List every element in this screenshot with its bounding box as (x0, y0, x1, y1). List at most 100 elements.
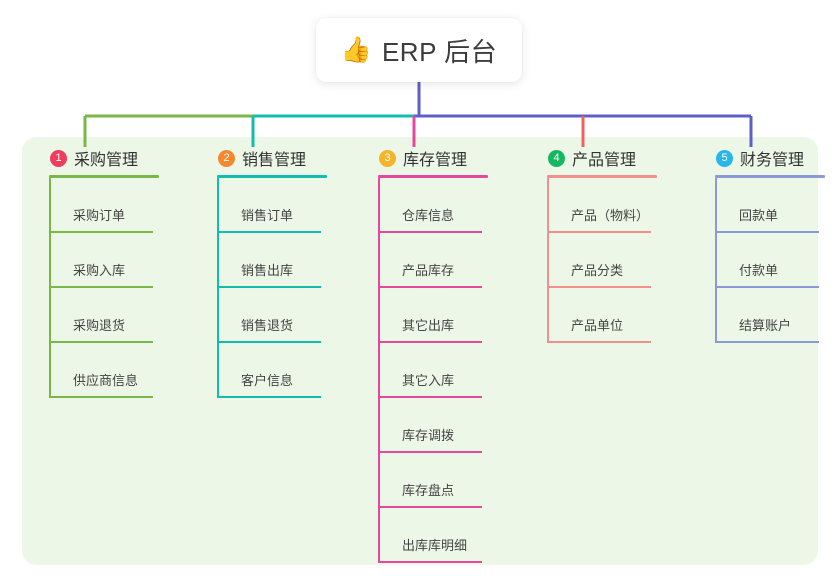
branch-header-2[interactable]: 2 销售管理 (200, 146, 360, 170)
branch-item-label: 产品单位 (571, 318, 624, 333)
branch-items: 产品（物料） 产品分类产品单位 (547, 178, 690, 343)
branch-item-underline (379, 506, 482, 508)
branch-number-badge: 4 (548, 149, 565, 167)
branch-underline (715, 175, 825, 178)
branch-item-underline (548, 341, 651, 343)
branch-underline (49, 175, 159, 178)
branch-item-label: 结算账户 (739, 318, 792, 333)
branch-item-label: 销售订单 (241, 208, 294, 223)
branch-item[interactable]: 产品（物料） (548, 178, 690, 233)
branch-items: 仓库信息产品库存其它出库其它入库库存调拨库存盘点出库库明细 (378, 178, 521, 563)
branch-title: 财务管理 (740, 152, 805, 169)
branch-item[interactable]: 付款单 (716, 233, 839, 288)
branch-items: 销售订单销售出库销售退货客户信息 (217, 178, 360, 398)
branch-item-label: 供应商信息 (73, 373, 139, 388)
branch-item-label: 产品（物料） (571, 208, 650, 223)
thumbs-up-icon: 👍 (340, 35, 372, 64)
branch-item[interactable]: 客户信息 (218, 343, 360, 398)
branch-number-badge: 5 (716, 149, 733, 167)
branch-item-underline (379, 231, 482, 233)
branch-item-label: 付款单 (739, 263, 779, 278)
branch-item-underline (716, 341, 819, 343)
branch-column-2: 2 销售管理销售订单销售出库销售退货客户信息 (200, 146, 360, 398)
branches-panel (22, 137, 818, 565)
branch-item[interactable]: 产品单位 (548, 288, 690, 343)
branch-item[interactable]: 库存调拨 (379, 398, 521, 453)
branch-item[interactable]: 销售订单 (218, 178, 360, 233)
branch-item-underline (379, 561, 482, 563)
branch-item-label: 销售退货 (241, 318, 294, 333)
branch-column-4: 4 产品管理产品（物料） 产品分类产品单位 (530, 146, 690, 343)
branch-header-4[interactable]: 4 产品管理 (530, 146, 690, 170)
branch-item-label: 采购订单 (73, 208, 126, 223)
branch-item-label: 销售出库 (241, 263, 294, 278)
branch-item[interactable]: 产品库存 (379, 233, 521, 288)
branch-item-underline (379, 451, 482, 453)
branch-item-label: 其它入库 (402, 373, 455, 388)
branch-spine (378, 178, 380, 563)
branch-item[interactable]: 库存盘点 (379, 453, 521, 508)
branch-number-badge: 1 (50, 149, 67, 167)
branch-title: 产品管理 (572, 152, 637, 169)
branch-header-1[interactable]: 1 采购管理 (32, 146, 192, 170)
branch-item-label: 库存调拨 (402, 428, 455, 443)
branch-item-underline (379, 286, 482, 288)
branch-header-3[interactable]: 3 库存管理 (361, 146, 521, 170)
branch-item-underline (218, 286, 321, 288)
branch-item-underline (716, 231, 819, 233)
branch-title: 采购管理 (74, 152, 139, 169)
branch-item[interactable]: 销售退货 (218, 288, 360, 343)
branch-item[interactable]: 供应商信息 (50, 343, 192, 398)
branch-item-underline (218, 231, 321, 233)
branch-item[interactable]: 其它入库 (379, 343, 521, 398)
branch-number-badge: 2 (218, 149, 235, 167)
branch-item[interactable]: 产品分类 (548, 233, 690, 288)
branch-item-underline (50, 396, 153, 398)
branch-number-badge: 3 (379, 149, 396, 167)
branch-item-label: 产品库存 (402, 263, 455, 278)
branch-item-label: 回款单 (739, 208, 779, 223)
branch-item[interactable]: 结算账户 (716, 288, 839, 343)
branch-header-5[interactable]: 5 财务管理 (698, 146, 839, 170)
branch-items: 采购订单采购入库采购退货供应商信息 (49, 178, 192, 398)
branch-item[interactable]: 其它出库 (379, 288, 521, 343)
branch-item-label: 采购退货 (73, 318, 126, 333)
branch-item-underline (50, 341, 153, 343)
branch-item-underline (50, 231, 153, 233)
branch-item-underline (379, 341, 482, 343)
branch-spine (217, 178, 219, 398)
root-node[interactable]: 👍 ERP 后台 (316, 18, 522, 82)
branch-spine (547, 178, 549, 343)
branch-item[interactable]: 采购入库 (50, 233, 192, 288)
branch-items: 回款单付款单结算账户 (715, 178, 839, 343)
branch-underline (547, 175, 657, 178)
branch-title: 库存管理 (403, 152, 468, 169)
branch-item-underline (50, 286, 153, 288)
branch-item[interactable]: 仓库信息 (379, 178, 521, 233)
branch-item-underline (716, 286, 819, 288)
branch-item[interactable]: 采购退货 (50, 288, 192, 343)
branch-column-5: 5 财务管理回款单付款单结算账户 (698, 146, 839, 343)
branch-item-underline (548, 231, 651, 233)
branch-spine (715, 178, 717, 343)
branch-title: 销售管理 (242, 152, 307, 169)
branch-item-label: 采购入库 (73, 263, 126, 278)
branch-item[interactable]: 回款单 (716, 178, 839, 233)
branch-underline (378, 175, 488, 178)
branch-item-label: 其它出库 (402, 318, 455, 333)
branch-item-label: 产品分类 (571, 263, 624, 278)
branch-item-label: 仓库信息 (402, 208, 455, 223)
branch-item-underline (218, 396, 321, 398)
root-title: ERP 后台 (381, 36, 498, 67)
branch-column-3: 3 库存管理仓库信息产品库存其它出库其它入库库存调拨库存盘点出库库明细 (361, 146, 521, 563)
branch-item[interactable]: 采购订单 (50, 178, 192, 233)
branch-item-label: 客户信息 (241, 373, 294, 388)
branch-item-underline (218, 341, 321, 343)
branch-item[interactable]: 出库库明细 (379, 508, 521, 563)
branch-item-underline (379, 396, 482, 398)
branch-item[interactable]: 销售出库 (218, 233, 360, 288)
branch-item-label: 出库库明细 (402, 538, 468, 553)
branch-column-1: 1 采购管理采购订单采购入库采购退货供应商信息 (32, 146, 192, 398)
branch-item-underline (548, 286, 651, 288)
